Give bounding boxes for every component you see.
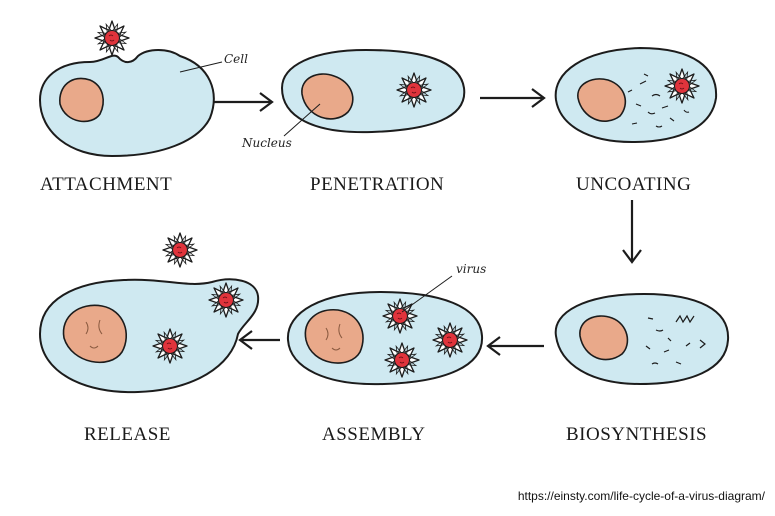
annotation-cell: Cell xyxy=(224,52,248,66)
cell-release xyxy=(38,278,260,394)
label-uncoating: UNCOATING xyxy=(576,174,692,195)
cell-pointer-line xyxy=(179,61,223,73)
virus-released xyxy=(159,229,201,271)
arrow-uncoating-to-biosynthesis xyxy=(622,200,642,264)
viral-genome-fragments xyxy=(627,73,690,128)
source-url: https://einsty.com/life-cycle-of-a-virus… xyxy=(517,489,765,503)
annotation-virus: virus xyxy=(456,262,487,276)
label-assembly: ASSEMBLY xyxy=(322,424,426,445)
annotation-nucleus: Nucleus xyxy=(242,136,292,150)
cell-penetration xyxy=(280,48,466,134)
cell-attachment xyxy=(38,49,215,158)
label-release: RELEASE xyxy=(84,424,171,445)
nucleus-pointer-line xyxy=(283,103,321,137)
cell-biosynthesis xyxy=(554,292,730,386)
label-penetration: PENETRATION xyxy=(310,174,445,195)
cell-assembly xyxy=(286,290,484,386)
label-attachment: ATTACHMENT xyxy=(40,174,173,195)
arrow-biosynthesis-to-assembly xyxy=(486,336,544,356)
arrow-attachment-to-penetration xyxy=(214,92,274,112)
virus-pointer-line xyxy=(401,275,453,313)
label-biosynthesis: BIOSYNTHESIS xyxy=(566,424,708,445)
arrow-assembly-to-release xyxy=(238,330,280,350)
arrow-penetration-to-uncoating xyxy=(480,88,546,108)
virus-attaching xyxy=(91,17,133,59)
viral-components xyxy=(645,314,706,365)
